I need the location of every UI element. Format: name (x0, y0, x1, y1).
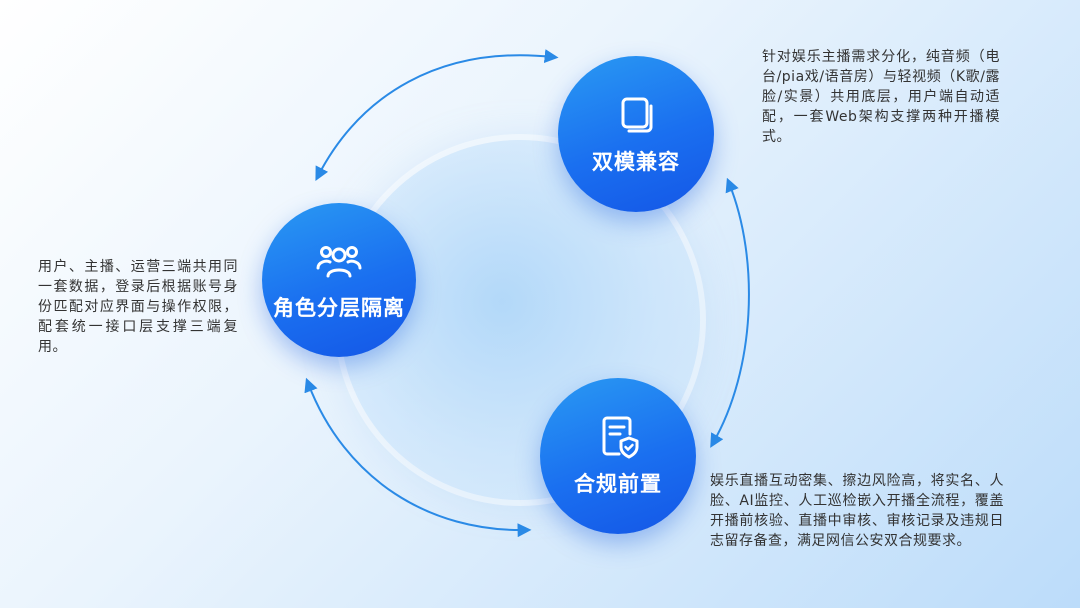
node-role-layer-label: 角色分层隔离 (273, 296, 405, 320)
arrow-bottom-left (304, 377, 532, 538)
node-dual-mode: 双模兼容 (558, 56, 714, 212)
users-group-icon (316, 246, 362, 278)
arrow-top-left (315, 49, 559, 181)
role-layer-description: 用户、主播、运营三端共用同一套数据，登录后根据账号身份匹配对应界面与操作权限，配… (38, 259, 238, 355)
stacked-cards-icon (621, 97, 653, 133)
node-compliance-label: 合规前置 (574, 472, 662, 496)
arrow-right (710, 177, 750, 448)
node-compliance: 合规前置 (540, 378, 696, 534)
node-role-layer: 角色分层隔离 (262, 203, 416, 357)
dual-mode-description: 针对娱乐主播需求分化，纯音频（电台/pia戏/语音房）与轻视频（K歌/露脸/实景… (762, 49, 1000, 145)
compliance-description: 娱乐直播互动密集、擦边风险高，将实名、人脸、AI监控、人工巡检嵌入开播全流程，覆… (710, 473, 1004, 549)
document-shield-icon (602, 416, 639, 459)
node-dual-mode-label: 双模兼容 (592, 150, 680, 174)
